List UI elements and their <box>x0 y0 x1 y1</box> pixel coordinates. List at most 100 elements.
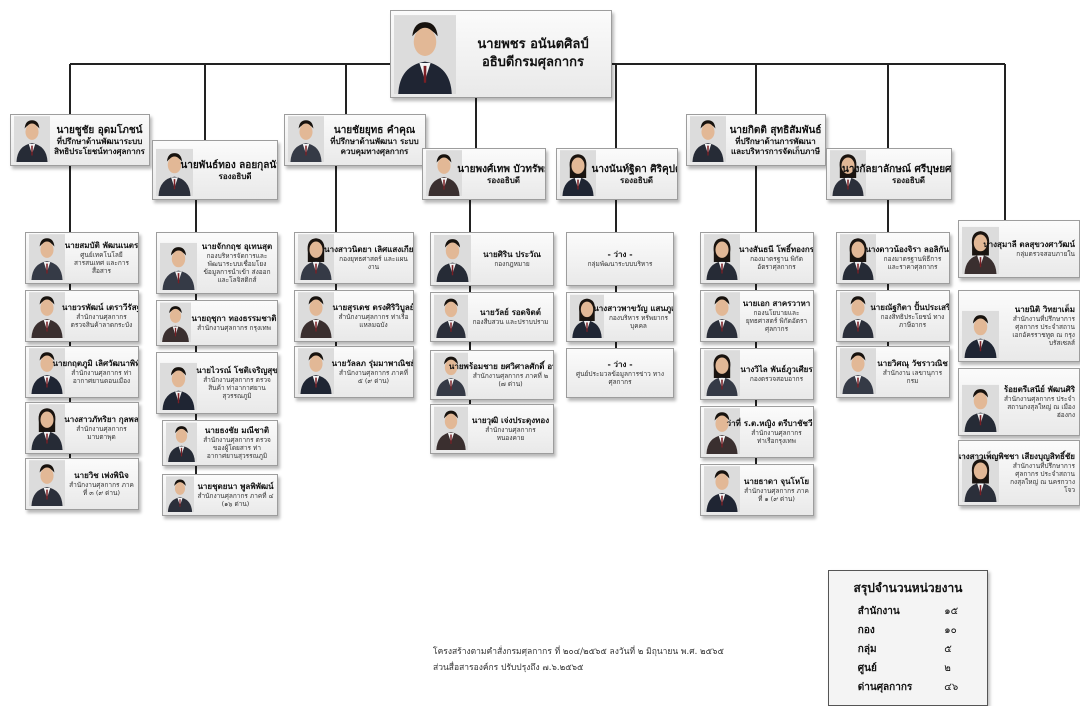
leader-card: นายกิตติ สุทธิสัมพันธ์ที่ปรึกษาด้านการพั… <box>686 114 826 166</box>
person-name: นางกัลยาลักษณ์ ศรีบุษยศาสตร์ <box>842 163 952 175</box>
person-name: นายจักกฤช อุเทนสุต <box>201 242 273 251</box>
person-position: สำนักงานศุลกากร ตรวจสินค้า ท่าอากาศยานสุ… <box>203 376 271 400</box>
person-name: นายนิติ วิทยาเต็ม <box>1014 305 1075 314</box>
person-position: สำนักงานศุลกากร ท่าเรือแหลมฉบัง <box>338 313 409 329</box>
person-name: นายชัยยุทธ คำคุณ <box>333 124 416 136</box>
unit-card: นายกฤตภูมิ เลิศวัฒนาพิทักษ์สำนักงานศุลกา… <box>25 346 139 398</box>
person-photo <box>426 150 462 196</box>
person-photo <box>29 234 65 280</box>
person-name: นายฤชุกา ทองธรรมชาติ <box>191 314 277 323</box>
person-position: สำนักงานศุลกากร ประจำสถานกงสุลใหญ่ ณ เมื… <box>1003 395 1075 419</box>
unit-card: นายไวรณ์ โชติเจริญสุขสำนักงานศุลกากร ตรว… <box>156 352 278 414</box>
person-photo <box>298 292 334 338</box>
person-photo <box>962 454 999 502</box>
person-position: สำนักงานศุลกากร ภาคที่ ๓ (๙ ด่าน) <box>69 481 134 497</box>
person-photo <box>434 234 471 282</box>
person-position: กองสืบสวน และปราบปราม <box>472 318 549 326</box>
unit-card: นายวรพัฒน์ เตราวีรัสฐสำนักงานศุลกากร ตรว… <box>25 290 139 342</box>
unit-card: นายวุฒิ เจ่งประดุงทองสำนักงานศุลกากร หนอ… <box>430 404 554 454</box>
person-name: นายวิช เพ่งพินิจ <box>74 471 129 480</box>
leader-card: นายพันธ์ทอง ลอยกุลนันท์รองอธิบดี <box>152 140 278 200</box>
person-photo <box>840 234 876 280</box>
person-name: - ว่าง - <box>607 250 633 259</box>
person-position: สำนักงานที่ปรึกษาการศุลกากร ประจำสถานเอก… <box>1012 315 1075 347</box>
person-photo <box>156 148 193 196</box>
person-position: กองนโยบายและยุทธศาสตร์ พิกัดอัตราศุลกากร <box>745 309 808 333</box>
right-unit-card: นางสาวเพ็ญพิชชา เสียงบุญสิทธิ์ชัยสำนักงา… <box>958 440 1080 506</box>
person-position: รองอธิบดี <box>487 175 520 185</box>
person-name: นายธาดา จุนโหโย <box>743 477 810 486</box>
person-photo <box>840 292 876 338</box>
person-photo <box>29 460 65 506</box>
person-photo <box>704 408 740 454</box>
unit-card: นายชุตยนา พูลพิพัฒน์สำนักงานศุลกากร ภาคท… <box>162 474 278 516</box>
person-photo <box>840 348 876 394</box>
person-position: กองกฎหมาย <box>494 260 530 268</box>
unit-card: นายเอก สาครวาหากองนโยบายและยุทธศาสตร์ พิ… <box>700 290 814 342</box>
person-position: กองมาตรฐานพิธีการ และราคาศุลกากร <box>883 255 942 271</box>
footnote: โครงสร้างตามคำสั่งกรมศุลกากร ที่ ๒๐๔/๒๕๖… <box>433 644 724 676</box>
person-name: นายกิตติ สุทธิสัมพันธ์ <box>729 124 822 136</box>
person-photo <box>298 234 334 280</box>
person-name: นางวิไล พันธ์ภูวเศียร <box>740 365 813 374</box>
person-photo <box>298 348 334 394</box>
person-photo <box>29 404 65 450</box>
leader-card: นายชูชัย อุดมโภชน์ที่ปรึกษาด้านพัฒนาระบบ… <box>10 114 150 166</box>
summary-row: ศูนย์๒ <box>857 663 951 674</box>
person-position: สำนักงานศุลกากร ภาคที่ ๔ (๑๖ ด่าน) <box>197 492 274 508</box>
person-position: รองอธิบดี <box>620 175 653 185</box>
summary-row: สำนักงาน๑๕ <box>857 606 959 617</box>
person-photo <box>704 350 740 396</box>
footnote-line-2: ส่วนสื่อสารองค์กร ปรับปรุงถึง ๗.๖.๒๕๖๕ <box>433 663 584 673</box>
unit-card: นายศิริน ประวัณกองกฎหมาย <box>430 232 554 286</box>
person-photo <box>962 310 999 358</box>
person-position: กองตรวจสอบอากร <box>749 375 804 383</box>
summary-row: กลุ่ม๕ <box>857 644 952 655</box>
unit-card: นายสมบัติ พัฒนเนตรศูนย์เทคโนโลยีสารสนเทศ… <box>25 232 139 284</box>
person-name: นายชูชัย อุดมโภชน์ <box>56 124 143 136</box>
person-position: กองมาตรฐาน พิกัดอัตราศุลกากร <box>750 255 803 271</box>
unit-card: นายวัลลภ รุ่มมาพาณิชย์สำนักงานศุลกากร ภา… <box>294 346 414 398</box>
person-name: นายเอก สาครวาหา <box>742 299 811 308</box>
person-photo <box>166 422 197 462</box>
director-card: นายพชร อนันตศิลป์ อธิบดีกรมศุลกากร <box>390 10 612 98</box>
unit-card: นายฤชุกา ทองธรรมชาติสำนักงานศุลกากร กรุง… <box>156 300 278 346</box>
unit-card: นางสันธนี โพธิ์ทองกรกองมาตรฐาน พิกัดอัตร… <box>700 232 814 284</box>
person-position: กองสิทธิประโยชน์ ทางภาษีอากร <box>880 313 945 329</box>
director-name: นายพชร อนันตศิลป์ <box>477 37 589 52</box>
person-position: กองยุทธศาสตร์ และแผนงาน <box>339 255 408 271</box>
person-name: นายวุฒิ เจ่งประดุงทอง <box>471 416 550 425</box>
person-position: ที่ปรึกษาด้านพัฒนา ระบบควบคุมทางศุลกากร <box>330 136 419 156</box>
person-position: สำนักงานศุลกากร กรุงเทพ <box>197 324 271 332</box>
director-position: อธิบดีกรมศุลกากร <box>481 55 585 70</box>
unit-card: นางสาวนิตยา เลิศแสงเกียรติกองยุทธศาสตร์ … <box>294 232 414 284</box>
person-name: ว่าที่ ร.ต.หญิง ตรีบาชัชวีรพร <box>726 419 813 428</box>
summary-row: ด่านศุลกากร๔๖ <box>857 682 959 693</box>
person-photo <box>434 406 468 450</box>
person-photo <box>29 348 65 394</box>
director-photo <box>394 14 456 94</box>
person-name: นายศิริน ประวัณ <box>483 250 541 259</box>
person-name: ร้อยตรีเสนีย์ พัฒนศิริ <box>1003 385 1075 394</box>
person-position: กองบริหารจัดการและพัฒนาระบบเชื่อมโยงข้อม… <box>203 252 271 284</box>
person-name: นายสมบัติ พัฒนเนตร <box>64 241 139 250</box>
person-name: นายวัลลภ รุ่มมาพาณิชย์ <box>331 359 414 368</box>
unit-card: ว่าที่ ร.ต.หญิง ตรีบาชัชวีรพรสำนักงานศุล… <box>700 406 814 458</box>
person-name: นางสันธนี โพธิ์ทองกร <box>739 245 814 254</box>
right-unit-card: ร้อยตรีเสนีย์ พัฒนศิริสำนักงานศุลกากร ปร… <box>958 368 1080 436</box>
person-position: สำนักงานศุลกากร มาบตาพุด <box>76 425 127 441</box>
summary-table: สำนักงาน๑๕ กอง๑๐ กลุ่ม๕ ศูนย์๒ ด่านศุลกา… <box>848 602 968 697</box>
person-photo <box>434 352 468 396</box>
person-photo <box>434 294 468 338</box>
person-position: สำนักงานศุลกากร ท่าเรือกรุงเทพ <box>751 429 802 445</box>
person-name: นางสาวเพ็ญพิชชา เสียงบุญสิทธิ์ชัย <box>958 452 1075 461</box>
person-position: สำนักงานศุลกากร ภาคที่ ๑ (๙ ด่าน) <box>744 487 809 503</box>
person-position: กลุ่มพัฒนาระบบบริหาร <box>587 260 653 268</box>
person-position: สำนักงานศุลกากร ภาคที่ ๕ (๙ ด่าน) <box>338 369 409 385</box>
unit-card: นายธาดา จุนโหโยสำนักงานศุลกากร ภาคที่ ๑ … <box>700 464 814 516</box>
person-photo <box>560 150 596 196</box>
unit-card: นางสาวพาขวัญ แสนภูเภากองบริหาร ทรัพยากรบ… <box>566 292 674 342</box>
person-name: นายไวรณ์ โชติเจริญสุข <box>196 366 278 375</box>
person-photo <box>690 116 726 162</box>
person-photo <box>288 116 324 162</box>
